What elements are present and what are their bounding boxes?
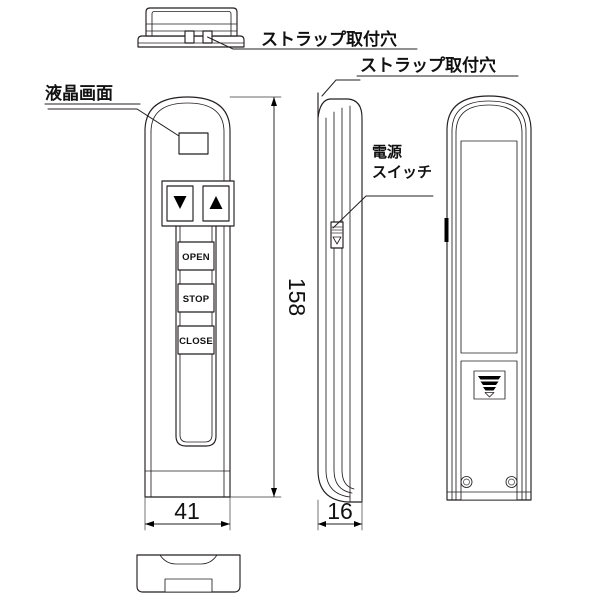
close-button-label: CLOSE: [179, 336, 213, 347]
lcd-screen-leader: [47, 108, 180, 137]
strap-hole-top-callout: ストラップ取付穴: [207, 29, 418, 50]
width41-arrow-right: [221, 521, 230, 527]
front-width-dimension: 41: [144, 496, 231, 531]
screw-hole-right: [505, 476, 518, 488]
screw-hole-right-inner: [508, 478, 515, 486]
lcd-screen-label: 液晶画面: [45, 83, 113, 104]
bottom-view-notch: [159, 554, 218, 565]
rear-view-inner-2: [455, 104, 523, 501]
side-view: [317, 92, 363, 503]
height-arrow-top: [271, 97, 277, 106]
down-arrow-icon: [173, 196, 187, 209]
power-switch-callout: 電源 スイッチ: [332, 143, 434, 229]
grip-rib-2: [480, 381, 499, 385]
side-view-inner-line-3: [341, 107, 355, 490]
rear-view-switch-nub: [444, 218, 449, 242]
top-view-shell: [145, 7, 238, 37]
width16-dim-text: 16: [327, 498, 353, 524]
up-arrow-icon: [209, 196, 223, 209]
width41-dim-text: 41: [174, 498, 200, 524]
side-width-dimension: 16: [317, 498, 363, 531]
stop-button-label: STOP: [183, 294, 210, 305]
side-view-inner-line-2: [333, 111, 353, 494]
close-button[interactable]: [177, 325, 215, 355]
power-switch[interactable]: [330, 221, 344, 249]
stop-button[interactable]: [177, 283, 215, 313]
screw-hole-left-inner: [463, 478, 470, 486]
screw-hole-left: [460, 476, 473, 488]
width16-arrow-left: [318, 521, 326, 527]
button-channel-outer: [175, 225, 217, 447]
height-dimension: 158: [229, 96, 310, 498]
width41-arrow-left: [145, 521, 154, 527]
strap-hole-top-label: ストラップ取付穴: [261, 29, 397, 50]
strap-hole-side-callout: ストラップ取付穴: [321, 55, 519, 97]
lcd-window: [178, 132, 209, 155]
strap-hole-left: [184, 30, 195, 44]
strap-hole-top-leader: [207, 36, 259, 50]
front-view-inner-edge: [150, 102, 225, 498]
width16-arrow-right: [354, 521, 362, 527]
top-view-inner-outline: [151, 11, 232, 37]
front-view: OPEN STOP CLOSE: [144, 96, 235, 498]
height-arrow-bottom: [271, 488, 277, 497]
bottom-view-port: [164, 578, 213, 593]
button-channel-inner: [179, 225, 213, 443]
strap-hole-side-label: ストラップ取付穴: [360, 55, 496, 76]
power-switch-label-line1: 電源: [372, 143, 402, 161]
power-switch-leader: [332, 195, 434, 229]
open-button[interactable]: [177, 241, 215, 271]
power-switch-arrow-icon: [332, 236, 342, 245]
lcd-screen-callout: 液晶画面: [44, 83, 180, 137]
bottom-view: [136, 554, 241, 593]
side-view-inner-line-1: [325, 117, 351, 498]
height-dim-text: 158: [284, 278, 310, 316]
power-switch-label-line2: スイッチ: [372, 163, 432, 181]
grip-rib-1: [478, 376, 501, 380]
grip-arrow-icon: [484, 392, 495, 398]
grip-rib-3: [483, 387, 496, 391]
rear-view: [444, 95, 532, 501]
open-button-label: OPEN: [182, 252, 210, 263]
top-view: [137, 7, 245, 48]
bottom-view-body: [136, 554, 241, 593]
strap-hole-side-leader: [321, 79, 361, 97]
rear-view-inner-1: [451, 100, 527, 501]
side-view-body: [317, 98, 363, 503]
rear-view-upper-panel: [460, 140, 518, 354]
